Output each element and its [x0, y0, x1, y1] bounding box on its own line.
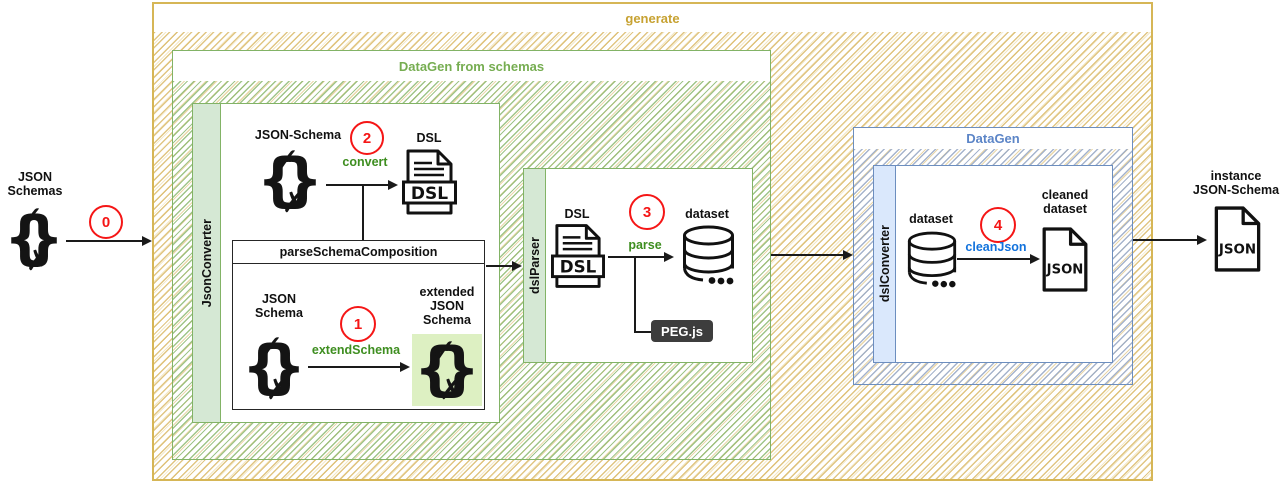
parse-schema-composition-title: parseSchemaComposition — [233, 241, 484, 264]
brace-open-glyph: { — [242, 332, 284, 401]
input-label-line1: JSON — [17, 170, 53, 184]
dsl-file-icon: DSL — [402, 149, 457, 215]
check-glyph: ✓ — [272, 140, 301, 179]
arrow-dataset-to-cleaned — [957, 254, 1040, 264]
pegjs-badge: PEG.js — [651, 320, 713, 342]
extended-json-schema-icon: { ✓ ✗ } — [414, 331, 480, 406]
dataset-src-label: dataset — [909, 212, 953, 226]
step-circle-2: 2 — [350, 121, 384, 155]
arrow-schemas-to-datagen — [771, 250, 853, 260]
dsl-src-label: DSL — [564, 207, 590, 221]
convert-action-label: convert — [342, 155, 388, 169]
brace-close-glyph: } — [22, 203, 64, 272]
extended-schema-line3: Schema — [423, 313, 471, 327]
json-file-text: JSON — [1218, 242, 1256, 257]
dslconverter-strip: dslConverter — [874, 166, 896, 362]
cross-glyph: ✗ — [281, 185, 307, 219]
input-label-line2: Schemas — [7, 184, 63, 198]
input-label: JSON Schemas — [0, 170, 70, 198]
extended-schema-line2: JSON — [429, 299, 465, 313]
arrow-datagen-to-output — [1133, 235, 1207, 245]
dataset-database-icon — [907, 231, 957, 288]
step-circle-4: 4 — [980, 207, 1016, 243]
cross-glyph: ✗ — [438, 372, 464, 406]
cross-glyph: ✗ — [265, 372, 291, 406]
json-schema-label: JSON-Schema — [254, 128, 342, 142]
dsl-file-text: DSL — [411, 184, 448, 204]
cross-glyph: ✗ — [25, 243, 51, 277]
extendschema-action-label: extendSchema — [311, 343, 401, 357]
step-circle-1: 1 — [340, 306, 376, 342]
json-schema-src-label: JSON Schema — [238, 292, 320, 320]
json-file-icon: JSON — [1042, 227, 1088, 292]
arrow-schema-to-extended — [308, 362, 410, 372]
brace-close-glyph: } — [264, 332, 306, 401]
datagen-from-schemas-title: DataGen from schemas — [173, 51, 770, 82]
dsl-file-icon: DSL — [551, 224, 605, 288]
json-schema-icon: { ✓ ✗ } — [257, 140, 323, 219]
brace-close-glyph: } — [438, 334, 480, 403]
step-circle-0: 0 — [89, 205, 123, 239]
cleanjson-action-label: cleanJson — [965, 240, 1027, 254]
json-schema-src-line1: JSON — [261, 292, 297, 306]
check-glyph: ✓ — [429, 331, 458, 370]
json-file-text: JSON — [1046, 263, 1084, 278]
step-circle-3: 3 — [629, 194, 665, 230]
connector-parse-to-peg — [634, 257, 636, 333]
dsl-file-text: DSL — [560, 258, 597, 277]
brace-open-glyph: { — [257, 145, 299, 214]
jsonconverter-strip: JsonConverter — [193, 104, 221, 422]
cleaned-dataset-line2: dataset — [1043, 202, 1087, 216]
arrow-input-to-generate — [66, 236, 152, 246]
dataset-label: dataset — [685, 207, 729, 221]
output-label-line1: instance — [1210, 169, 1262, 183]
cleaned-dataset-line1: cleaned — [1041, 188, 1089, 202]
json-schema-src-icon: { ✓ ✗ } — [242, 327, 306, 406]
cleaned-dataset-label: cleaned dataset — [1030, 188, 1100, 216]
extended-schema-highlight: { ✓ ✗ } — [412, 334, 482, 406]
dataset-database-icon — [683, 225, 734, 285]
brace-close-glyph: } — [281, 145, 323, 214]
dslparser-strip: dslParser — [524, 169, 546, 362]
generate-title: generate — [154, 4, 1151, 34]
output-label: instance JSON-Schema — [1188, 169, 1282, 197]
output-label-line2: JSON-Schema — [1192, 183, 1280, 197]
check-glyph: ✓ — [16, 198, 45, 237]
brace-open-glyph: { — [414, 334, 456, 403]
connector-convert-to-psc — [362, 185, 364, 240]
arrow-schema-to-dsl — [326, 180, 398, 190]
json-schema-src-line2: Schema — [255, 306, 303, 320]
dslparser-label: dslParser — [527, 237, 542, 294]
extended-schema-line1: extended — [419, 285, 475, 299]
datagen-title: DataGen — [854, 128, 1132, 150]
brace-open-glyph: { — [4, 203, 46, 272]
arrow-jsonconverter-to-dslparser — [486, 261, 522, 271]
jsonconverter-label: JsonConverter — [199, 218, 214, 308]
arrow-dsl-to-dataset — [608, 252, 674, 262]
dslconverter-label: dslConverter — [877, 225, 892, 303]
connector-peg-horizontal — [634, 331, 652, 333]
check-glyph: ✓ — [256, 327, 285, 366]
json-file-icon: JSON — [1214, 206, 1261, 272]
extended-schema-label: extended JSON Schema — [407, 285, 487, 327]
parse-action-label: parse — [628, 238, 662, 252]
json-schemas-icon: { ✓ ✗ } — [4, 198, 64, 277]
dsl-label: DSL — [416, 131, 442, 145]
